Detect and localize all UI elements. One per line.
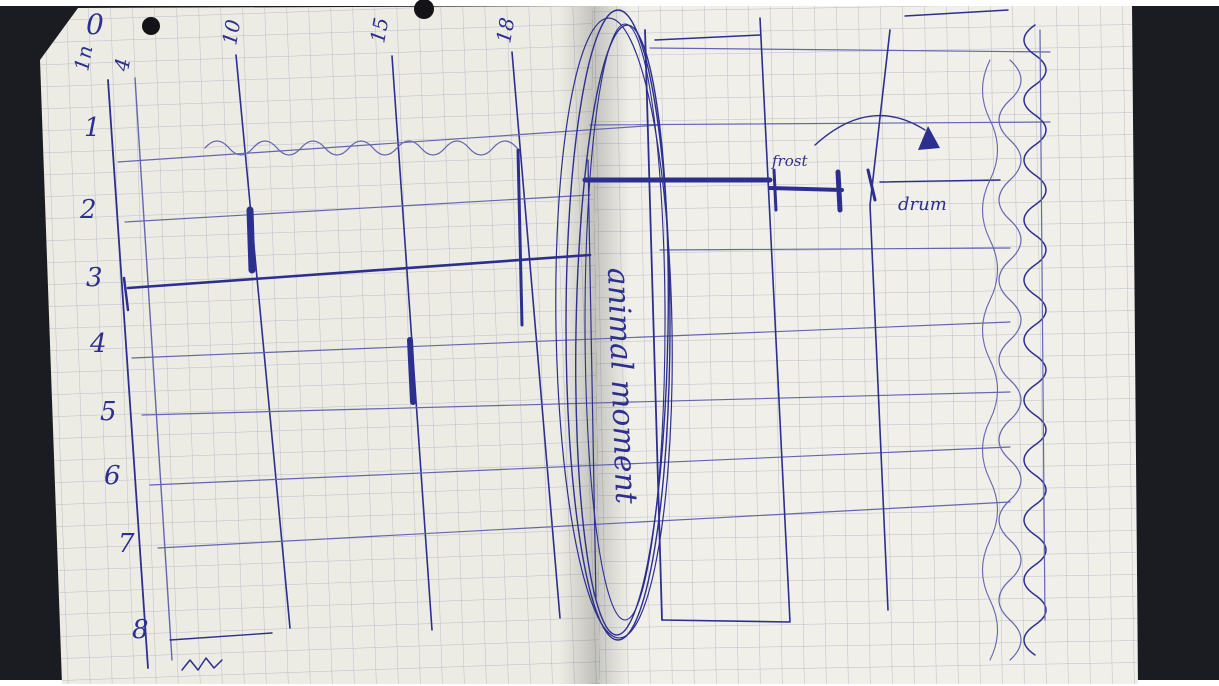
top-label: 10 <box>217 17 245 47</box>
box-label-drum: drum <box>898 194 947 215</box>
row-label: 1 <box>84 113 101 143</box>
row-label: 7 <box>118 529 135 559</box>
row-label: 3 <box>86 263 103 293</box>
bar-end <box>838 172 840 210</box>
row-label: 8 <box>132 615 149 645</box>
row-label: 4 <box>89 329 107 359</box>
thick-bar <box>770 188 842 190</box>
top-label: 1n <box>69 43 97 72</box>
page-corner-mark: 0 <box>86 8 104 41</box>
row-label: 5 <box>100 397 117 427</box>
top-label: 15 <box>365 16 393 45</box>
right-page-grid <box>592 6 1138 684</box>
white-border-top <box>0 0 1219 6</box>
punch-hole <box>142 17 160 35</box>
bar-end <box>774 170 776 210</box>
box-label-frost: frost <box>771 152 808 170</box>
row-label: 2 <box>79 195 97 225</box>
top-label: 18 <box>491 16 519 45</box>
row-label: 6 <box>104 461 121 491</box>
event-mark <box>250 210 252 270</box>
event-mark <box>410 340 413 402</box>
